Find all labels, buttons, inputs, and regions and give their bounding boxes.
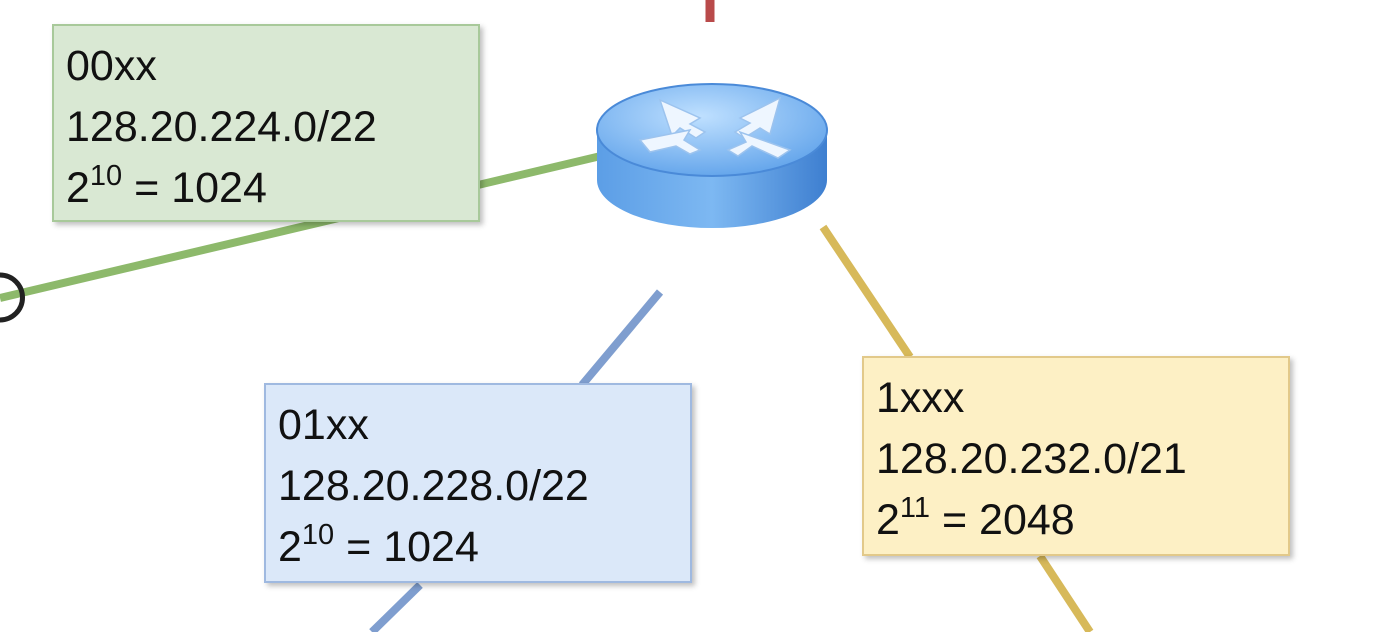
power-result: = 1024 <box>134 164 267 212</box>
power-exponent: 10 <box>89 160 123 192</box>
subnet-network: 128.20.224.0/22 <box>66 103 377 151</box>
subnet-box-green: 00xx 128.20.224.0/22 210 = 1024 <box>52 24 480 222</box>
subnet-box-yellow: 1xxx 128.20.232.0/21 211 = 2048 <box>862 356 1290 556</box>
power-result: = 2048 <box>941 496 1075 544</box>
subnet-network: 128.20.228.0/22 <box>278 462 589 510</box>
power-result: = 1024 <box>346 523 479 571</box>
power-base: 2 <box>66 164 90 212</box>
subnet-box-blue: 01xx 128.20.228.0/22 210 = 1024 <box>264 383 692 583</box>
left-node-edge <box>0 272 25 323</box>
blue-link-lower <box>369 582 423 632</box>
subnet-network: 128.20.232.0/21 <box>876 435 1187 483</box>
power-base: 2 <box>278 523 302 571</box>
green-link <box>0 151 606 302</box>
yellow-link-lower <box>1036 553 1094 632</box>
subnet-prefix-bits: 01xx <box>278 401 369 449</box>
subnet-prefix-bits: 00xx <box>66 42 157 90</box>
subnet-size: 210 = 1024 <box>278 517 678 578</box>
router-icon <box>596 83 828 228</box>
power-exponent: 11 <box>899 492 931 524</box>
power-exponent: 10 <box>301 519 335 551</box>
power-base: 2 <box>876 496 900 544</box>
yellow-link-upper <box>819 224 914 360</box>
subnet-prefix-bits: 1xxx <box>876 374 965 422</box>
subnet-size: 211 = 2048 <box>876 490 1276 551</box>
blue-link-upper <box>578 289 664 388</box>
subnet-size: 210 = 1024 <box>66 158 466 219</box>
